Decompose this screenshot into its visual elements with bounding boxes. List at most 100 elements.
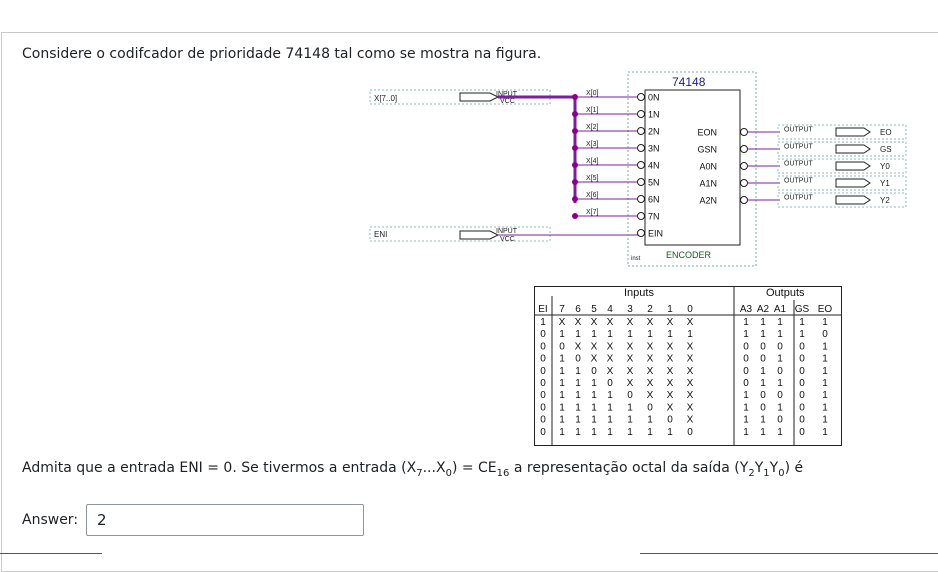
- truth-cell: 1: [822, 427, 828, 438]
- truth-cell: 1: [607, 329, 613, 340]
- truth-cell: 0: [627, 390, 633, 401]
- output-box: [777, 124, 907, 140]
- truth-cell: 0: [687, 427, 693, 438]
- truth-cell: 0: [777, 390, 783, 401]
- truth-cell: 1: [822, 402, 828, 413]
- truth-cell: 0: [743, 378, 749, 389]
- truth-table-border: [534, 286, 842, 446]
- prompt-sub-2: 2: [748, 467, 755, 479]
- output-tag: OUTPUT: [784, 178, 814, 185]
- truth-cell: 0: [540, 402, 546, 413]
- truth-cell: 0: [540, 427, 546, 438]
- prompt-eq: ) = CE: [451, 460, 497, 476]
- truth-header-cell: 7: [559, 304, 565, 315]
- truth-cell: 0: [799, 378, 805, 389]
- truth-cell: X: [591, 341, 598, 352]
- left-pin-label: 1N: [648, 110, 660, 120]
- left-pin-label: EIN: [648, 229, 663, 239]
- left-pin-label: 7N: [648, 212, 660, 222]
- answer-input[interactable]: [86, 504, 364, 536]
- truth-cell: 0: [540, 329, 546, 340]
- truth-cell: 1: [760, 366, 766, 377]
- tap-junction: [572, 179, 578, 185]
- truth-cell: 0: [799, 415, 805, 426]
- input-bus-vcc: VCC: [500, 98, 515, 105]
- answer-label: Answer:: [22, 512, 79, 528]
- output-pin: [835, 195, 871, 205]
- truth-cell: X: [627, 366, 634, 377]
- truth-cell: 0: [799, 341, 805, 352]
- output-box: [777, 192, 907, 208]
- truth-cell: 0: [822, 329, 828, 340]
- truth-cell: 1: [559, 390, 565, 401]
- input-en-pin: [459, 230, 500, 240]
- truth-cell: X: [667, 378, 674, 389]
- truth-cell: 1: [559, 366, 565, 377]
- truth-cell: 1: [667, 329, 673, 340]
- truth-header-cell: 6: [575, 304, 581, 315]
- truth-cell: X: [667, 390, 674, 401]
- truth-cell: X: [667, 402, 674, 413]
- truth-cell: 1: [591, 402, 597, 413]
- output-tag: OUTPUT: [784, 144, 814, 151]
- tap-label: X[1]: [586, 107, 599, 114]
- input-bus-tag: INPUT: [496, 91, 518, 98]
- pin-bubble: [637, 178, 645, 186]
- chip-name: 74148: [672, 75, 706, 89]
- truth-cell: 1: [627, 402, 633, 413]
- truth-cell: 0: [591, 366, 597, 377]
- pin-bubble: [637, 229, 645, 237]
- truth-cell: X: [647, 341, 654, 352]
- prompt-sub-16: 16: [496, 467, 510, 479]
- output-name: EO: [880, 128, 892, 137]
- truth-cell: 1: [822, 390, 828, 401]
- truth-cell: 1: [822, 378, 828, 389]
- pin-bubble: [637, 195, 645, 203]
- left-pin-label: 6N: [648, 195, 660, 205]
- output-tag: OUTPUT: [784, 195, 814, 202]
- output-tag: OUTPUT: [784, 127, 814, 134]
- truth-cell: 0: [540, 378, 546, 389]
- input-en-box: [369, 226, 551, 242]
- truth-cell: 1: [822, 317, 828, 328]
- bus-taps: X[0]X[1]X[2]X[3]X[4]X[5]X[6]X[7]: [572, 90, 637, 219]
- tap-junction: [572, 94, 578, 100]
- encoder-circuit-figure: X[7..0] INPUT VCC ENI INPUT VCC 74148 EN…: [369, 71, 907, 267]
- output-pin: [835, 127, 871, 137]
- truth-cell: X: [667, 341, 674, 352]
- truth-cell: 1: [822, 415, 828, 426]
- prompt-dots: ...X: [422, 460, 446, 476]
- pin-bubble: [637, 127, 645, 135]
- truth-cell: 1: [559, 329, 565, 340]
- truth-cell: 1: [627, 329, 633, 340]
- truth-cell: 1: [575, 390, 581, 401]
- truth-cell: 1: [591, 329, 597, 340]
- truth-cell: 0: [540, 354, 546, 365]
- truth-cell: 1: [559, 402, 565, 413]
- truth-cell: 0: [559, 341, 565, 352]
- truth-header-cell: A1: [774, 304, 787, 315]
- output-name: GS: [880, 145, 892, 154]
- truth-cell: 1: [575, 427, 581, 438]
- truth-cell: 1: [575, 415, 581, 426]
- left-pin-label: 0N: [648, 93, 660, 103]
- truth-cell: 0: [743, 366, 749, 377]
- tap-label: X[5]: [586, 175, 599, 182]
- chip-body: [644, 89, 741, 246]
- truth-cell: 1: [591, 415, 597, 426]
- tap-junction: [572, 111, 578, 117]
- chip-label: ENCODER: [666, 250, 712, 260]
- tap-junction: [572, 145, 578, 151]
- prompt-mid: a representação octal da saída (Y: [509, 460, 749, 476]
- left-pin-label: 2N: [648, 127, 660, 137]
- truth-cell: X: [647, 354, 654, 365]
- truth-cell: 1: [559, 427, 565, 438]
- tap-junction: [572, 128, 578, 134]
- truth-cell: X: [687, 415, 694, 426]
- truth-cell: 0: [607, 378, 613, 389]
- truth-cell: 1: [799, 329, 805, 340]
- truth-cell: 1: [822, 354, 828, 365]
- truth-cell: 0: [540, 390, 546, 401]
